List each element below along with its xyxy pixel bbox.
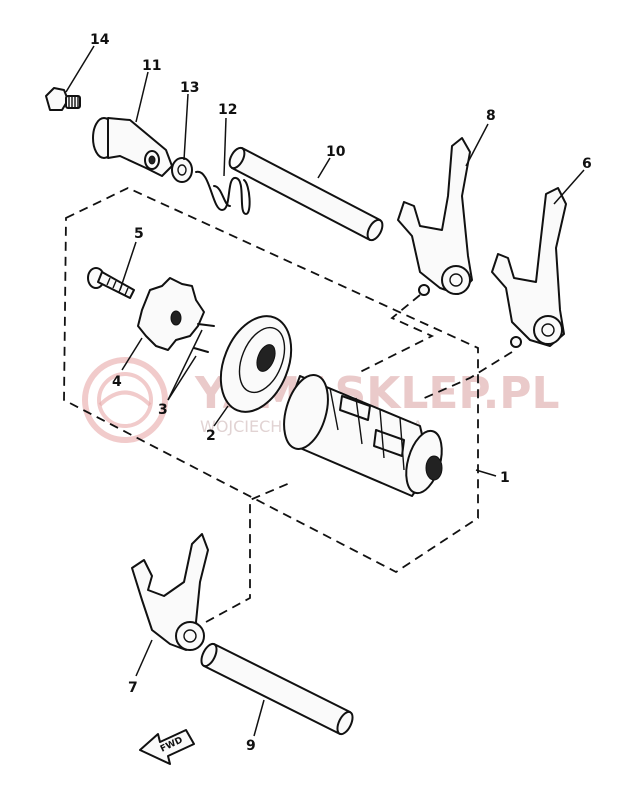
assembly-boundary bbox=[63, 187, 479, 574]
assembly-link-fork6 bbox=[419, 351, 513, 401]
callout-14: 14 bbox=[90, 32, 110, 48]
part-7-shift-fork bbox=[131, 533, 209, 651]
callout-2: 2 bbox=[206, 428, 216, 444]
callout-labels: 14 11 13 12 10 8 6 5 4 3 2 1 7 9 bbox=[90, 32, 592, 754]
part-10-shaft bbox=[228, 146, 384, 242]
part-2-bearing bbox=[219, 315, 293, 413]
part-4-segment bbox=[137, 277, 205, 351]
callout-8: 8 bbox=[486, 108, 496, 124]
callout-12: 12 bbox=[218, 102, 237, 118]
callout-7: 7 bbox=[128, 680, 138, 696]
callout-13: 13 bbox=[180, 80, 199, 96]
part-13-washer bbox=[171, 157, 193, 183]
callout-6: 6 bbox=[582, 156, 592, 172]
part-9-shaft bbox=[200, 642, 354, 736]
forward-direction-arrow: FWD bbox=[139, 729, 195, 765]
watermark-logo bbox=[82, 357, 168, 443]
callout-3: 3 bbox=[158, 402, 168, 418]
callout-10: 10 bbox=[326, 144, 346, 160]
leader-lines bbox=[65, 45, 585, 737]
part-11-lever bbox=[92, 117, 173, 177]
callout-11: 11 bbox=[142, 58, 161, 74]
callout-5: 5 bbox=[134, 226, 144, 242]
part-6-shift-fork bbox=[491, 187, 567, 348]
callout-9: 9 bbox=[246, 738, 256, 754]
part-1-shift-drum bbox=[283, 374, 443, 497]
part-14-bolt bbox=[45, 87, 81, 111]
callout-1: 1 bbox=[500, 470, 510, 486]
part-3-pins bbox=[193, 323, 215, 353]
part-8-shift-fork bbox=[397, 137, 473, 296]
callout-4: 4 bbox=[112, 374, 122, 390]
assembly-link-fork8 bbox=[359, 294, 435, 373]
assembly-link-fork7 bbox=[205, 481, 293, 623]
part-5-screw bbox=[87, 267, 135, 299]
part-12-spring bbox=[195, 170, 251, 215]
